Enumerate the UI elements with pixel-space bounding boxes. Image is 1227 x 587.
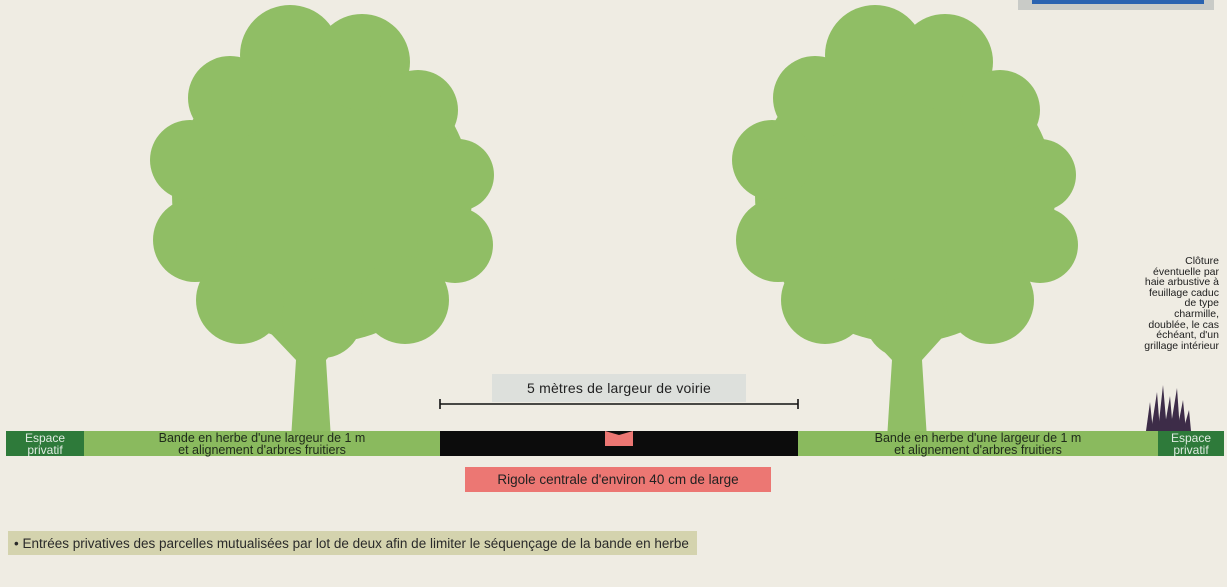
grass-band-label-right: Bande en herbe d'une largeur de 1 m et a… — [874, 431, 1082, 457]
road-width-label: 5 mètres de largeur de voirie — [492, 374, 746, 402]
tree-canopy-left — [150, 5, 494, 358]
road-width-dimension-line — [439, 399, 799, 409]
fruit-tree-left — [150, 5, 494, 455]
private-space-label-left: Espace privatif — [24, 431, 66, 457]
bullet-note: • Entrées privatives des parcelles mutua… — [8, 531, 697, 555]
central-gutter — [605, 431, 633, 446]
grass-band-right — [798, 431, 1158, 456]
private-space-label-right: Espace privatif — [1170, 431, 1212, 457]
private-space-left — [6, 431, 84, 456]
corner-box-fragment — [1018, 0, 1214, 10]
grass-band-left — [84, 431, 440, 456]
fence-note: Clôture éventuelle par haie arbustive à … — [1144, 255, 1219, 352]
gutter-label: Rigole centrale d'environ 40 cm de large — [465, 467, 771, 492]
grass-band-label-left: Bande en herbe d'une largeur de 1 m et a… — [158, 431, 366, 457]
hedge-shrub-icon — [1146, 385, 1191, 431]
tree-canopy-right — [732, 5, 1078, 358]
fruit-tree-right — [732, 5, 1078, 455]
private-space-right — [1158, 431, 1224, 456]
